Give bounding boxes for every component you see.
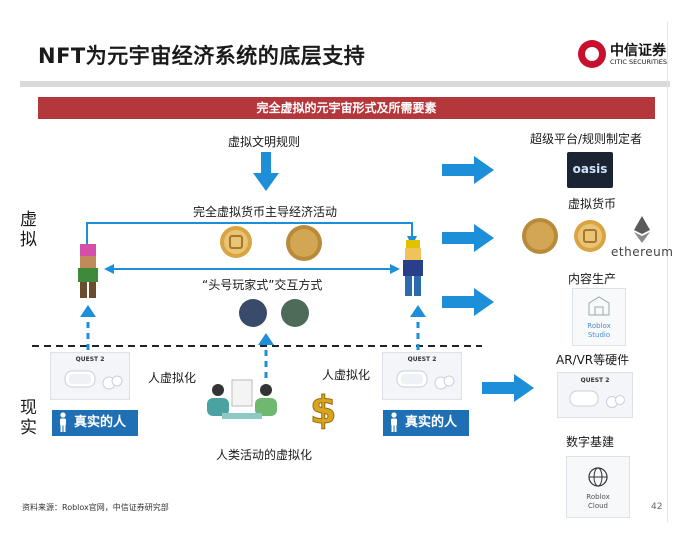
oasis-logo: oasis [567, 152, 613, 188]
rules-down-arrow [253, 152, 279, 191]
virtual-side-label: 虚拟 [20, 210, 37, 250]
roblox-studio-image: Roblox Studio [572, 288, 626, 346]
gold-coin-icon [522, 218, 558, 254]
real-person-badge-left: 真实的人 [52, 410, 138, 436]
page-number: 42 [651, 502, 663, 512]
source-note: 资料来源：Roblox官网，中信证券研究部 [22, 503, 169, 512]
robux-coin-icon [220, 226, 252, 258]
bitcoin-coin-icon [286, 225, 322, 261]
title-rule [20, 81, 670, 87]
headset-label: QUEST 2 [75, 356, 105, 363]
citic-logo: 中信证券 CITIC SECURITIES [578, 40, 678, 70]
vr-headset-image-left: QUEST 2 [50, 352, 130, 400]
ethereum-icon [634, 216, 650, 243]
real-side-label: 现实 [20, 398, 37, 438]
real-person-badge-right: 真实的人 [383, 410, 469, 436]
headset-label: QUEST 2 [407, 356, 437, 363]
interaction-label: “头号玩家式”交互方式 [202, 278, 323, 292]
interaction-arrow-right [390, 264, 400, 274]
currency-activity-label: 完全虚拟货币主导经济活动 [193, 205, 338, 219]
game-thumbnail-1 [239, 299, 267, 327]
studio-text-line2: Studio [587, 331, 611, 339]
vr-headset-icon [569, 390, 625, 408]
content-label: 内容生产 [568, 272, 617, 286]
section-banner: 完全虚拟的元宇宙形式及所需要素 [38, 97, 655, 119]
vr-headset-icon [64, 370, 123, 390]
hardware-label: AR/VR等硬件 [556, 353, 630, 367]
human-activity-label: 人类活动的虚拟化 [216, 448, 313, 462]
headset-label: QUEST 2 [580, 377, 610, 384]
cloud-text-line1: Roblox [586, 493, 610, 501]
badge-label: 真实的人 [74, 415, 127, 430]
avatar-left [78, 244, 98, 298]
page-border [667, 22, 668, 522]
game-thumbnail-2 [281, 299, 309, 327]
oasis-logo-text: oasis [572, 162, 608, 176]
slide-title: NFT为元宇宙经济系统的底层支持 [38, 44, 366, 68]
ethereum-wordmark: ethereum [611, 245, 674, 259]
currency-loop-arrow-left [82, 245, 92, 255]
dollar-icon: $ [310, 388, 337, 433]
vr-headset-image-hardware: QUEST 2 [557, 372, 633, 418]
studio-text-line1: Roblox [587, 322, 611, 330]
virtualize-left-label: 人虚拟化 [148, 371, 197, 385]
roblox-cloud-image: Roblox Cloud [566, 456, 630, 518]
rules-label: 虚拟文明规则 [228, 135, 301, 149]
person-icon [391, 411, 397, 432]
badge-label: 真实的人 [405, 415, 458, 430]
infrastructure-label: 数字基建 [566, 435, 615, 449]
platform-label: 超级平台/规则制定者 [530, 132, 643, 146]
logo-name-en: CITIC SECURITIES [610, 58, 668, 66]
vr-headset-image-right: QUEST 2 [382, 352, 462, 400]
meeting-illustration [207, 379, 277, 419]
currency-label: 虚拟货币 [568, 197, 617, 211]
virtualize-right-label: 人虚拟化 [322, 368, 371, 382]
globe-icon [588, 467, 608, 487]
vr-headset-icon [396, 370, 455, 390]
avatar-right [403, 240, 423, 296]
logo-name-cn: 中信证券 [610, 43, 666, 59]
currency-loop-line [86, 222, 413, 247]
svg-text:$: $ [310, 388, 336, 432]
robux-coin-right-icon [574, 220, 606, 252]
cloud-text-line2: Cloud [588, 502, 608, 510]
currency-loop-arrow-right [407, 236, 417, 246]
person-icon [60, 411, 66, 432]
studio-building-icon [588, 296, 610, 316]
citic-logo-mark [578, 40, 606, 68]
interaction-arrow-left [104, 264, 114, 274]
